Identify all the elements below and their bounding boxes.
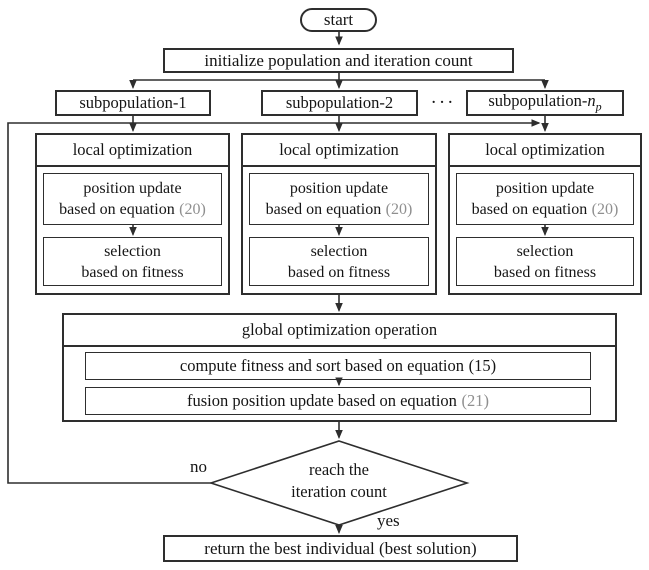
selection-line1: selection — [516, 242, 574, 260]
position-update-line2-text: based on equation — [59, 201, 175, 218]
position-update-line2: based on equation(20) — [266, 199, 413, 220]
equation-ref-20: (20) — [179, 201, 206, 218]
branch-line-top — [133, 73, 545, 81]
subpopulation-2-box: subpopulation-2 — [261, 90, 418, 116]
local-optimization-box-3: local optimization position update based… — [448, 133, 642, 295]
equation-ref-21: (21) — [461, 391, 490, 410]
local-optimization-title: local optimization — [243, 135, 435, 167]
position-update-line2: based on equation(20) — [59, 199, 206, 220]
selection-line2: based on fitness — [287, 263, 391, 281]
subpopulation-np-box: subpopulation-np — [466, 90, 624, 116]
subpopulation-2-label: subpopulation-2 — [285, 93, 394, 112]
subpopulation-np-subscript: p — [595, 99, 602, 114]
selection-box: selection based on fitness — [456, 237, 634, 286]
position-update-line1: position update — [83, 180, 182, 197]
ellipsis: ··· — [430, 92, 456, 113]
decision-line1: reach the — [309, 460, 369, 479]
local-optimization-box-2: local optimization position update based… — [241, 133, 437, 295]
subpopulation-1-label: subpopulation-1 — [79, 93, 187, 112]
equation-ref-15: (15) — [468, 356, 497, 375]
decision-line2: iteration count — [291, 482, 387, 501]
position-update-line1: position update — [495, 180, 595, 197]
position-update-box: position update based on equation(20) — [249, 173, 429, 225]
fusion-position-update-box: fusion position update based on equation… — [85, 387, 591, 415]
decision-label: reach the iteration count — [249, 459, 429, 503]
initialize-box: initialize population and iteration coun… — [163, 48, 514, 73]
position-update-line1: position update — [289, 180, 389, 197]
start-terminal: start — [300, 8, 377, 32]
selection-box: selection based on fitness — [249, 237, 429, 286]
selection-line1: selection — [104, 242, 161, 260]
start-label: start — [323, 10, 354, 29]
subpopulation-np-label: subpopulation-np — [488, 91, 601, 114]
position-update-line2: based on equation(20) — [472, 199, 619, 220]
equation-ref-20: (20) — [385, 201, 413, 218]
position-update-line2-text: based on equation — [265, 201, 382, 218]
position-update-box: position update based on equation(20) — [43, 173, 222, 225]
compute-fitness-box: compute fitness and sort based on equati… — [85, 352, 591, 380]
selection-line2: based on fitness — [81, 263, 184, 281]
selection-line2: based on fitness — [493, 263, 597, 281]
selection-line1: selection — [310, 242, 368, 260]
initialize-label: initialize population and iteration coun… — [204, 50, 473, 70]
position-update-box: position update based on equation(20) — [456, 173, 634, 225]
no-edge-label: no — [190, 457, 207, 476]
local-optimization-box-1: local optimization position update based… — [35, 133, 230, 295]
return-label: return the best individual (best solutio… — [204, 538, 477, 558]
subpopulation-1-box: subpopulation-1 — [55, 90, 211, 116]
compute-fitness-text: compute fitness and sort based on equati… — [179, 356, 464, 375]
local-optimization-title: local optimization — [450, 135, 640, 167]
subpopulation-np-prefix: subpopulation- — [488, 91, 588, 111]
selection-box: selection based on fitness — [43, 237, 222, 286]
local-optimization-title: local optimization — [37, 135, 228, 167]
subpopulation-np-var: n — [587, 91, 596, 111]
return-box: return the best individual (best solutio… — [163, 535, 518, 562]
equation-ref-20: (20) — [591, 201, 619, 218]
position-update-line2-text: based on equation — [471, 201, 588, 218]
global-optimization-box: global optimization operation compute fi… — [62, 313, 617, 422]
fusion-position-update-text: fusion position update based on equation — [186, 391, 457, 410]
global-optimization-title: global optimization operation — [64, 315, 615, 347]
yes-edge-label: yes — [377, 511, 400, 530]
